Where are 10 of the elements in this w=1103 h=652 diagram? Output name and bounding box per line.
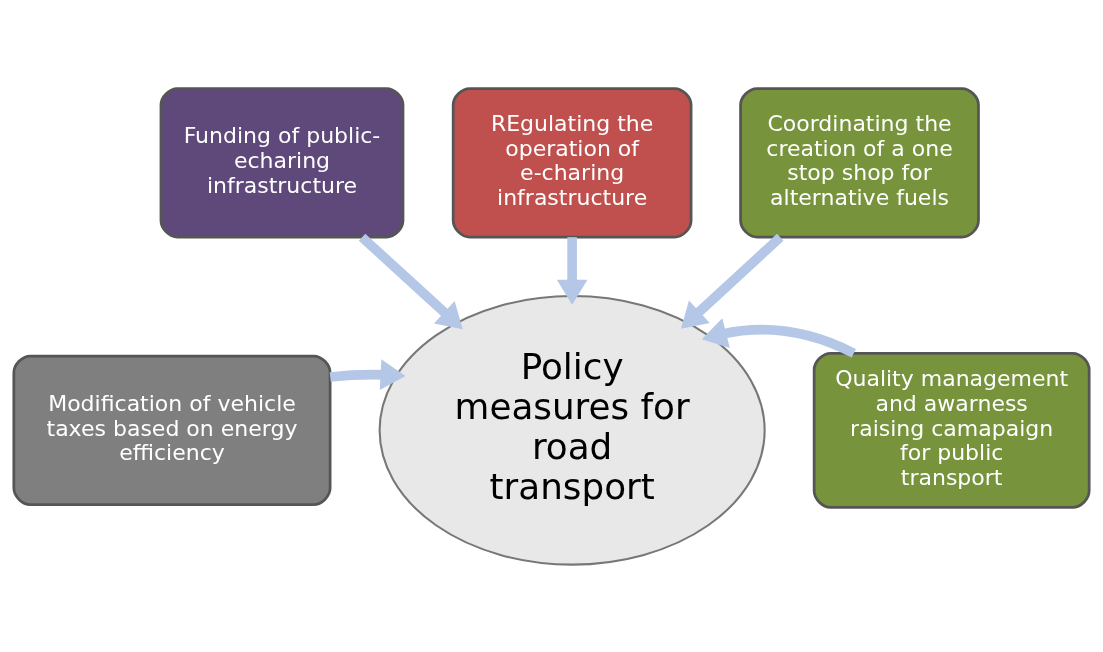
node-box: REgulating the operation of e-charing infrastructure: [451, 86, 693, 238]
node-box: Quality management and awarness raising camapaign for public transport: [812, 351, 1091, 509]
arrow: [680, 233, 784, 329]
node-box: Modification of vehicle taxes based on energy efficiency: [12, 354, 332, 506]
node-box: Coordinating the creation of a one stop shop for alternative fuels: [739, 86, 980, 238]
arrow: [556, 236, 588, 305]
arrow: [701, 317, 856, 358]
arrow: [358, 233, 463, 329]
node-box: Funding of public-echaring infrastructure: [159, 86, 405, 238]
arrow: [329, 358, 406, 390]
